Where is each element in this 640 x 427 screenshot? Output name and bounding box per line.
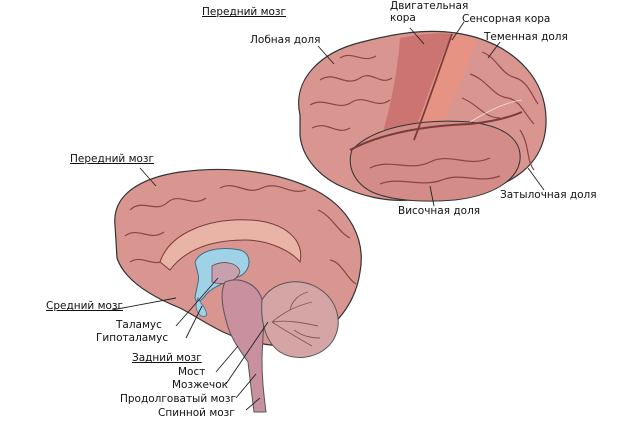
thalamus-region bbox=[211, 262, 241, 284]
corpus-callosum bbox=[159, 219, 302, 271]
sagittal-brain bbox=[114, 168, 362, 413]
central-sulcus bbox=[413, 33, 453, 141]
label-motor-cortex-line2: кора bbox=[390, 12, 416, 24]
parietal-sulcus-line bbox=[469, 99, 523, 123]
label-forebrain-top: Передний мозг bbox=[202, 6, 287, 18]
label-cerebellum: Мозжечок bbox=[172, 379, 228, 391]
label-medulla: Продолговатый мозг bbox=[120, 393, 236, 405]
lateral-sulcus bbox=[349, 111, 523, 151]
label-frontal-lobe: Лобная доля bbox=[250, 34, 321, 46]
label-parietal-lobe: Теменная доля bbox=[484, 31, 568, 43]
label-pons: Мост bbox=[178, 366, 206, 378]
label-midbrain: Средний мозг bbox=[46, 300, 124, 312]
label-temporal-lobe: Височная доля bbox=[398, 205, 481, 217]
label-hypothalamus: Гипоталамус bbox=[96, 332, 169, 344]
leader-lines bbox=[111, 21, 545, 411]
label-occipital-lobe: Затылочная доля bbox=[500, 189, 597, 201]
label-thalamus: Таламус bbox=[116, 319, 162, 331]
motor-cortex-band bbox=[382, 33, 452, 141]
sensory-cortex-band bbox=[412, 34, 476, 142]
lateral-gyri bbox=[309, 51, 539, 185]
cerebellum-shape bbox=[261, 281, 339, 358]
label-spinal-cord: Спинной мозг bbox=[158, 407, 235, 419]
label-sensory-cortex: Сенсорная кора bbox=[462, 13, 551, 25]
label-motor-cortex-line1: Двигательная bbox=[390, 0, 469, 12]
label-forebrain-section: Передний мозг bbox=[70, 153, 155, 165]
cerebellum-arbor bbox=[271, 291, 321, 347]
label-hindbrain: Задний мозг bbox=[132, 352, 202, 364]
lateral-brain bbox=[298, 30, 547, 202]
